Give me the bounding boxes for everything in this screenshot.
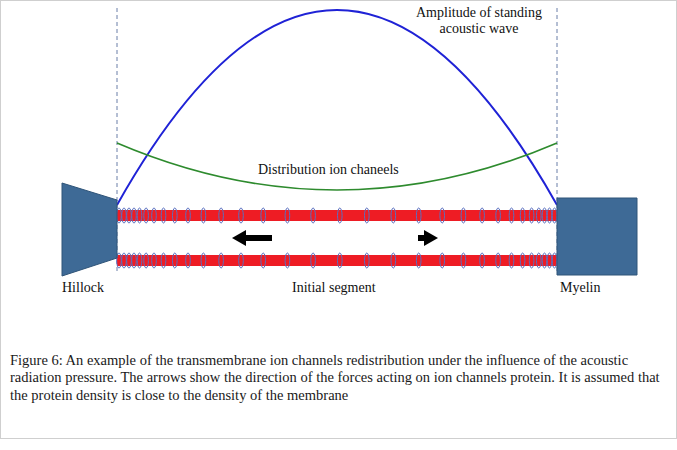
ion-channel: [219, 208, 224, 223]
ion-channel: [152, 208, 157, 223]
segment-label: Initial segment: [292, 280, 412, 296]
curve-label: Distribution ion chaneels: [258, 162, 438, 178]
figure-frame: [1, 1, 677, 439]
ion-channel: [440, 253, 445, 268]
node-shape: [56, 180, 126, 295]
ion-channel: [173, 253, 178, 268]
ion-channel: [261, 253, 266, 268]
ion-channel: [529, 208, 534, 223]
ion-channel: [461, 208, 466, 223]
hillock-node: Hillock: [56, 180, 126, 298]
ion-channel: [480, 253, 485, 268]
ion-channel: [144, 253, 149, 268]
ion-channel: [496, 208, 501, 223]
ion-channel: [161, 253, 166, 268]
ion-channel: [311, 253, 316, 268]
ion-channel: [261, 208, 266, 223]
ion-channel: [338, 208, 343, 223]
ion-channel: [365, 253, 370, 268]
ion-channel: [127, 253, 132, 268]
ion-channel: [416, 253, 421, 268]
ion-channel: [173, 208, 178, 223]
ion-channel: [542, 208, 547, 223]
ion-channel: [127, 208, 132, 223]
ion-channel: [137, 208, 142, 223]
ion-channel: [480, 208, 485, 223]
ion-channel: [520, 208, 525, 223]
ion-channel: [509, 253, 514, 268]
ion-channel: [461, 253, 466, 268]
ion-channel: [537, 253, 542, 268]
standing-wave-curve: [117, 10, 557, 205]
ion-channels: [117, 208, 557, 268]
ion-channel: [537, 208, 542, 223]
ion-channel: [338, 253, 343, 268]
ion-channel: [391, 208, 396, 223]
ion-channel: [132, 253, 137, 268]
ion-channel: [137, 253, 142, 268]
ion-channel: [122, 253, 127, 268]
force-arrow: [232, 230, 272, 246]
node-outline: [557, 198, 637, 275]
ion-channel: [509, 208, 514, 223]
ion-channel: [496, 253, 501, 268]
node-outline: [62, 183, 117, 276]
ion-channel: [365, 208, 370, 223]
ion-channel: [186, 253, 191, 268]
ion-channel: [552, 208, 557, 223]
ion-channel: [311, 208, 316, 223]
figure-caption: Figure 6: An example of the transmembran…: [10, 352, 664, 404]
myelin-node: Myelin: [552, 195, 642, 298]
ion-channel: [122, 208, 127, 223]
wave-label: Amplitude of standing acoustic wave: [404, 5, 554, 37]
ion-channel: [391, 253, 396, 268]
ion-channel: [186, 208, 191, 223]
ion-channel: [239, 253, 244, 268]
ion-channel: [520, 253, 525, 268]
ion-channel: [201, 208, 206, 223]
ion-channel: [529, 253, 534, 268]
ion-channel: [144, 208, 149, 223]
ion-channel: [285, 253, 290, 268]
distribution-curve: [117, 143, 557, 190]
ion-channel: [219, 253, 224, 268]
ion-channel: [239, 208, 244, 223]
ion-channel: [152, 253, 157, 268]
ion-channel: [547, 253, 552, 268]
ion-channel: [547, 208, 552, 223]
node-label: Myelin: [560, 280, 600, 296]
ion-channel: [440, 208, 445, 223]
node-label: Hillock: [62, 280, 104, 296]
ion-channel: [132, 208, 137, 223]
force-arrow: [418, 230, 438, 246]
ion-channel: [416, 208, 421, 223]
ion-channel: [285, 208, 290, 223]
ion-channel: [201, 253, 206, 268]
ion-channel: [161, 208, 166, 223]
ion-channel: [552, 253, 557, 268]
ion-channel: [542, 253, 547, 268]
